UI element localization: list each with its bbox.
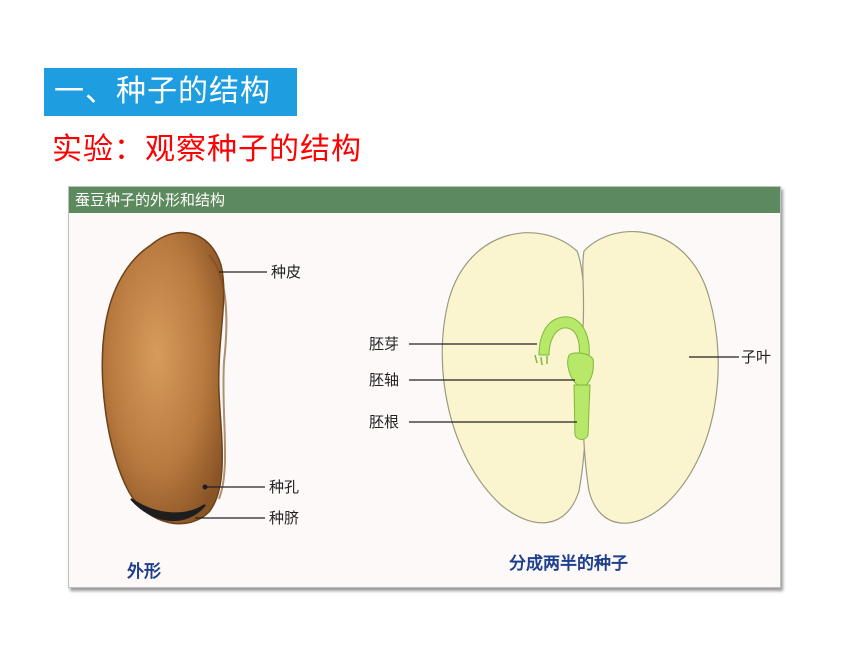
figure-title-bar: 蚕豆种子的外形和结构	[69, 187, 780, 213]
label-seed-coat: 种皮	[271, 263, 301, 281]
label-hilum: 种脐	[269, 509, 299, 527]
caption-exterior: 外形	[127, 561, 161, 582]
plumule-leaflets	[534, 354, 548, 366]
bean-exterior	[101, 231, 228, 525]
label-micropyle: 种孔	[269, 478, 299, 496]
plumule-shape	[538, 316, 590, 358]
cotyledon-right-shape	[581, 231, 719, 524]
figure-title: 蚕豆种子的外形和结构	[75, 191, 226, 209]
split-seed	[441, 231, 719, 524]
caption-split-seed: 分成两半的种子	[509, 553, 628, 574]
section-title: 一、种子的结构	[44, 68, 297, 116]
seed-structure-figure: 蚕豆种子的外形和结构 种皮 种孔 种脐 外形	[68, 186, 781, 588]
bean-rim	[208, 254, 228, 500]
hypocotyl-shape	[567, 352, 594, 388]
label-radicle: 胚根	[369, 413, 399, 431]
label-hypocotyl: 胚轴	[369, 371, 399, 389]
micropyle-mark	[202, 484, 208, 490]
experiment-subtitle: 实验：观察种子的结构	[52, 132, 362, 167]
cotyledon-left-shape	[441, 232, 588, 524]
bean-seed-coat-shape	[101, 231, 225, 525]
label-cotyledon: 子叶	[741, 348, 771, 366]
hilum-mark	[130, 498, 206, 521]
label-plumule: 胚芽	[369, 335, 399, 353]
radicle-shape	[573, 384, 591, 440]
embryo	[534, 316, 594, 440]
seed-diagram: 种皮 种孔 种脐 外形 胚芽 胚轴 胚根 子叶 分成两半的种子	[101, 231, 771, 582]
